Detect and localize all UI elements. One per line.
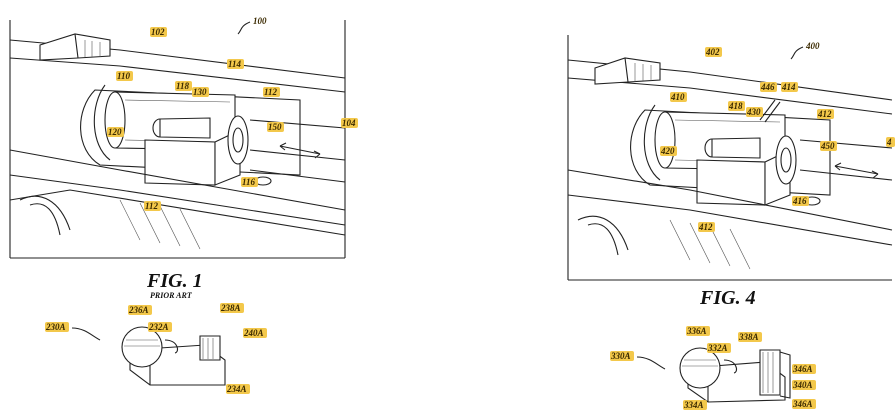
fig1-label-100: 100: [237, 16, 267, 35]
svg-text:114: 114: [228, 59, 242, 69]
fig3-label-332A: 332A: [707, 343, 731, 353]
fig1-label-116: 116: [241, 177, 258, 187]
svg-text:446: 446: [760, 82, 775, 92]
svg-text:112: 112: [264, 87, 278, 97]
svg-text:112: 112: [145, 201, 159, 211]
fig4-caption: FIG. 4: [699, 287, 756, 309]
fig2-drawing: [121, 326, 226, 386]
svg-text:330A: 330A: [610, 351, 631, 361]
svg-text:336A: 336A: [686, 326, 707, 336]
svg-text:416: 416: [792, 196, 807, 206]
fig1-label-118: 118: [175, 81, 192, 91]
fig4-label-450: 450: [820, 141, 837, 151]
fig4-label-412a: 412: [817, 109, 834, 119]
fig3-label-340A: 340A: [792, 380, 816, 390]
svg-text:150: 150: [268, 122, 282, 132]
fig4-label-418: 418: [728, 101, 745, 111]
svg-text:338A: 338A: [738, 332, 759, 342]
fig3-label-346A-top: 346A: [792, 364, 816, 374]
fig1-label-112b: 112: [144, 201, 161, 211]
svg-text:340A: 340A: [792, 380, 813, 390]
fig1-label-120: 120: [107, 127, 124, 137]
fig2-label-230A: 230A: [45, 322, 101, 341]
fig1-label-102: 102: [150, 27, 167, 37]
fig2-label-240A: 240A: [243, 328, 267, 338]
fig2-label-232A: 232A: [148, 322, 172, 332]
svg-text:232A: 232A: [148, 322, 169, 332]
fig3-label-336A: 336A: [686, 326, 710, 336]
svg-text:110: 110: [117, 71, 131, 81]
svg-text:402: 402: [705, 47, 720, 57]
fig2-label-238A: 238A: [220, 303, 244, 313]
svg-text:4: 4: [886, 137, 892, 147]
fig4-label-430: 430: [746, 107, 763, 117]
fig1-label-130: 130: [192, 87, 209, 97]
svg-text:430: 430: [746, 107, 761, 117]
svg-text:PRIOR ART: PRIOR ART: [150, 291, 193, 300]
fig4-label-416: 416: [792, 196, 809, 206]
svg-text:234A: 234A: [226, 384, 247, 394]
svg-text:130: 130: [193, 87, 207, 97]
fig3-label-346A-bottom: 346A: [792, 399, 816, 409]
fig4-label-446: 446: [760, 82, 777, 92]
fig4-label-414: 414: [781, 82, 798, 92]
fig3-label-338A: 338A: [738, 332, 762, 342]
svg-text:450: 450: [820, 141, 835, 151]
fig4-label-410: 410: [670, 92, 687, 102]
fig4-label-4-edge: 4: [886, 137, 895, 147]
fig3-drawing: [679, 347, 791, 403]
fig4-label-402: 402: [705, 47, 722, 57]
svg-text:240A: 240A: [243, 328, 264, 338]
fig1-caption: FIG. 1 PRIOR ART: [146, 270, 203, 300]
fig4-label-400: 400: [790, 41, 820, 60]
fig3-label-334A: 334A: [683, 400, 707, 410]
svg-text:236A: 236A: [128, 305, 149, 315]
svg-text:332A: 332A: [707, 343, 728, 353]
fig1-label-114: 114: [227, 59, 244, 69]
fig4-drawing: [567, 35, 893, 281]
svg-text:102: 102: [151, 27, 165, 37]
fig3-labels: 330A 336A 332A 338A 346A 340A 346A 334A: [610, 326, 816, 410]
fig1-label-112a: 112: [263, 87, 280, 97]
svg-text:346A: 346A: [792, 399, 813, 409]
svg-text:418: 418: [728, 101, 743, 111]
fig2-label-236A: 236A: [128, 305, 152, 315]
svg-text:100: 100: [253, 16, 267, 26]
fig3-label-330A: 330A: [610, 351, 666, 370]
svg-text:238A: 238A: [220, 303, 241, 313]
fig1-labels: 100 102 110 118 130 114 112 150 120 104 …: [107, 16, 358, 211]
svg-text:104: 104: [342, 118, 356, 128]
svg-text:FIG. 4: FIG. 4: [699, 287, 756, 309]
fig4-label-412b: 412: [698, 222, 715, 232]
svg-text:420: 420: [660, 146, 675, 156]
svg-text:FIG. 1: FIG. 1: [146, 270, 203, 292]
svg-text:334A: 334A: [683, 400, 704, 410]
svg-text:118: 118: [176, 81, 190, 91]
svg-text:412: 412: [698, 222, 713, 232]
fig1-label-104: 104: [341, 118, 358, 128]
fig1-drawing: [9, 20, 346, 259]
svg-text:120: 120: [108, 127, 122, 137]
fig1-label-150: 150: [267, 122, 284, 132]
fig2-labels: 230A 236A 232A 238A 240A 234A: [45, 303, 267, 394]
svg-text:410: 410: [670, 92, 685, 102]
svg-text:400: 400: [805, 41, 820, 51]
svg-text:414: 414: [781, 82, 796, 92]
fig1-label-110: 110: [116, 71, 133, 81]
svg-text:412: 412: [817, 109, 832, 119]
fig2-label-234A: 234A: [226, 384, 250, 394]
svg-text:230A: 230A: [45, 322, 66, 332]
svg-text:346A: 346A: [792, 364, 813, 374]
fig4-label-420: 420: [660, 146, 677, 156]
svg-text:116: 116: [242, 177, 256, 187]
fig4-labels: 400 402 410 418 430 446 414 412 450 420 …: [660, 41, 895, 232]
